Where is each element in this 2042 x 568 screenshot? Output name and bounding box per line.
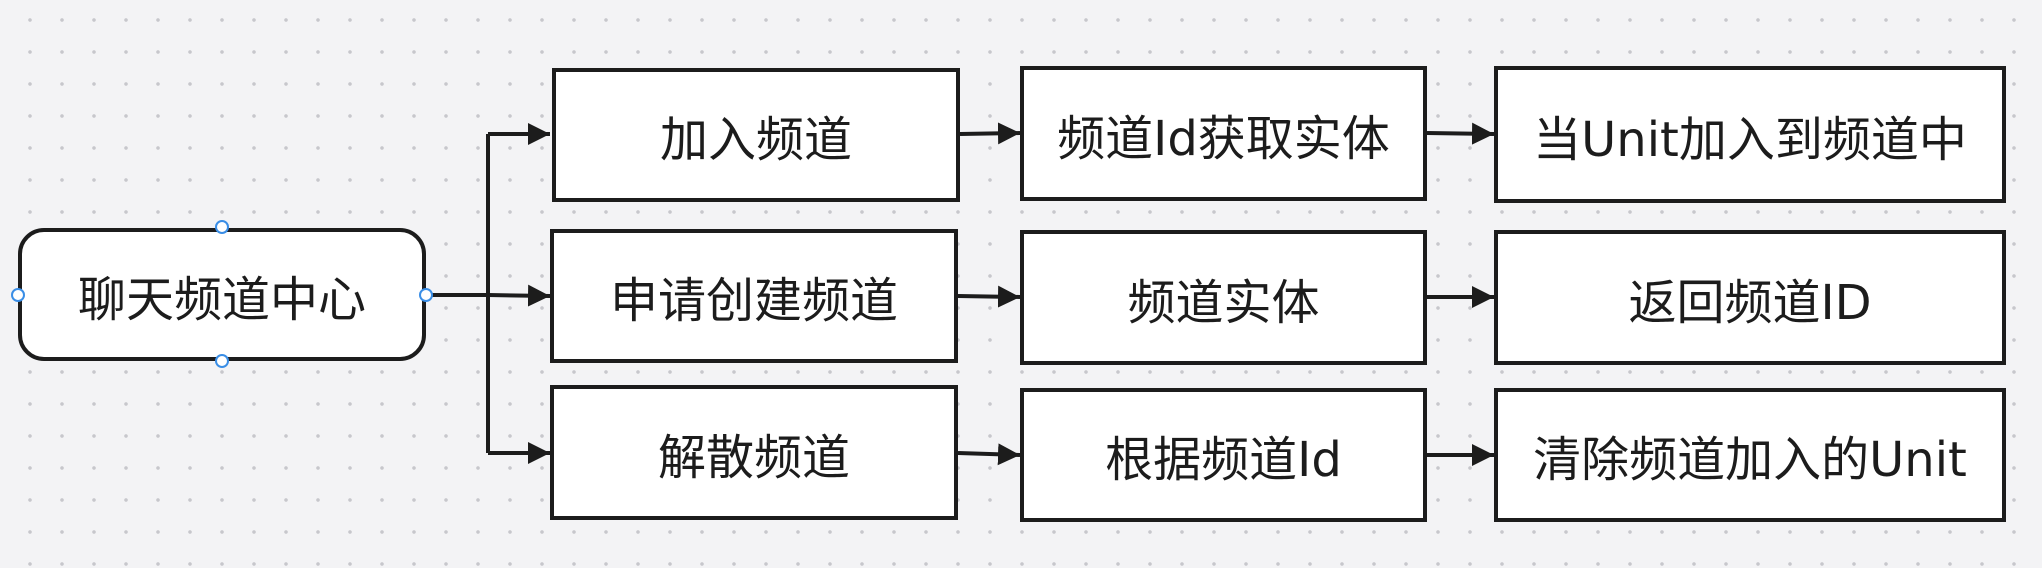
connector-trunk-to-create-channel[interactable] bbox=[487, 284, 551, 307]
node-clear-channel-units[interactable]: 清除频道加入的Unit bbox=[1494, 388, 2006, 522]
node-label: 申请创建频道 bbox=[609, 273, 898, 329]
connector-join-to-get-entity[interactable] bbox=[959, 122, 1021, 145]
node-label: 频道实体 bbox=[1127, 274, 1320, 331]
node-label: 清除频道加入的Unit bbox=[1533, 432, 1967, 488]
selection-handle-left[interactable] bbox=[11, 288, 25, 302]
connector-dissolve-to-by-id[interactable] bbox=[957, 443, 1021, 466]
node-label: 解散频道 bbox=[657, 429, 850, 486]
connector-get-entity-to-unit-join[interactable] bbox=[1426, 122, 1495, 145]
node-unit-join-channel[interactable]: 当Unit加入到频道中 bbox=[1494, 66, 2006, 203]
selection-handle-top[interactable] bbox=[215, 220, 229, 234]
node-label: 当Unit加入到频道中 bbox=[1533, 111, 1967, 168]
root-node-label: 聊天频道中心 bbox=[77, 271, 366, 328]
node-dissolve-channel[interactable]: 解散频道 bbox=[550, 385, 958, 520]
node-channel-entity[interactable]: 频道实体 bbox=[1020, 230, 1427, 365]
connector-create-to-entity[interactable] bbox=[957, 285, 1021, 308]
node-label: 频道Id获取实体 bbox=[1057, 110, 1390, 167]
node-get-entity-by-id[interactable]: 频道Id获取实体 bbox=[1020, 66, 1427, 201]
node-by-channel-id[interactable]: 根据频道Id bbox=[1020, 388, 1427, 522]
node-label: 根据频道Id bbox=[1105, 432, 1342, 488]
root-node[interactable]: 聊天频道中心 bbox=[18, 228, 426, 361]
node-label: 加入频道 bbox=[659, 112, 852, 168]
node-label: 返回频道ID bbox=[1628, 274, 1872, 331]
node-return-channel-id[interactable]: 返回频道ID bbox=[1494, 230, 2006, 365]
selection-handle-bottom[interactable] bbox=[215, 354, 229, 368]
node-create-channel[interactable]: 申请创建频道 bbox=[550, 229, 958, 363]
selection-handle-right[interactable] bbox=[419, 288, 433, 302]
node-join-channel[interactable]: 加入频道 bbox=[552, 68, 960, 202]
